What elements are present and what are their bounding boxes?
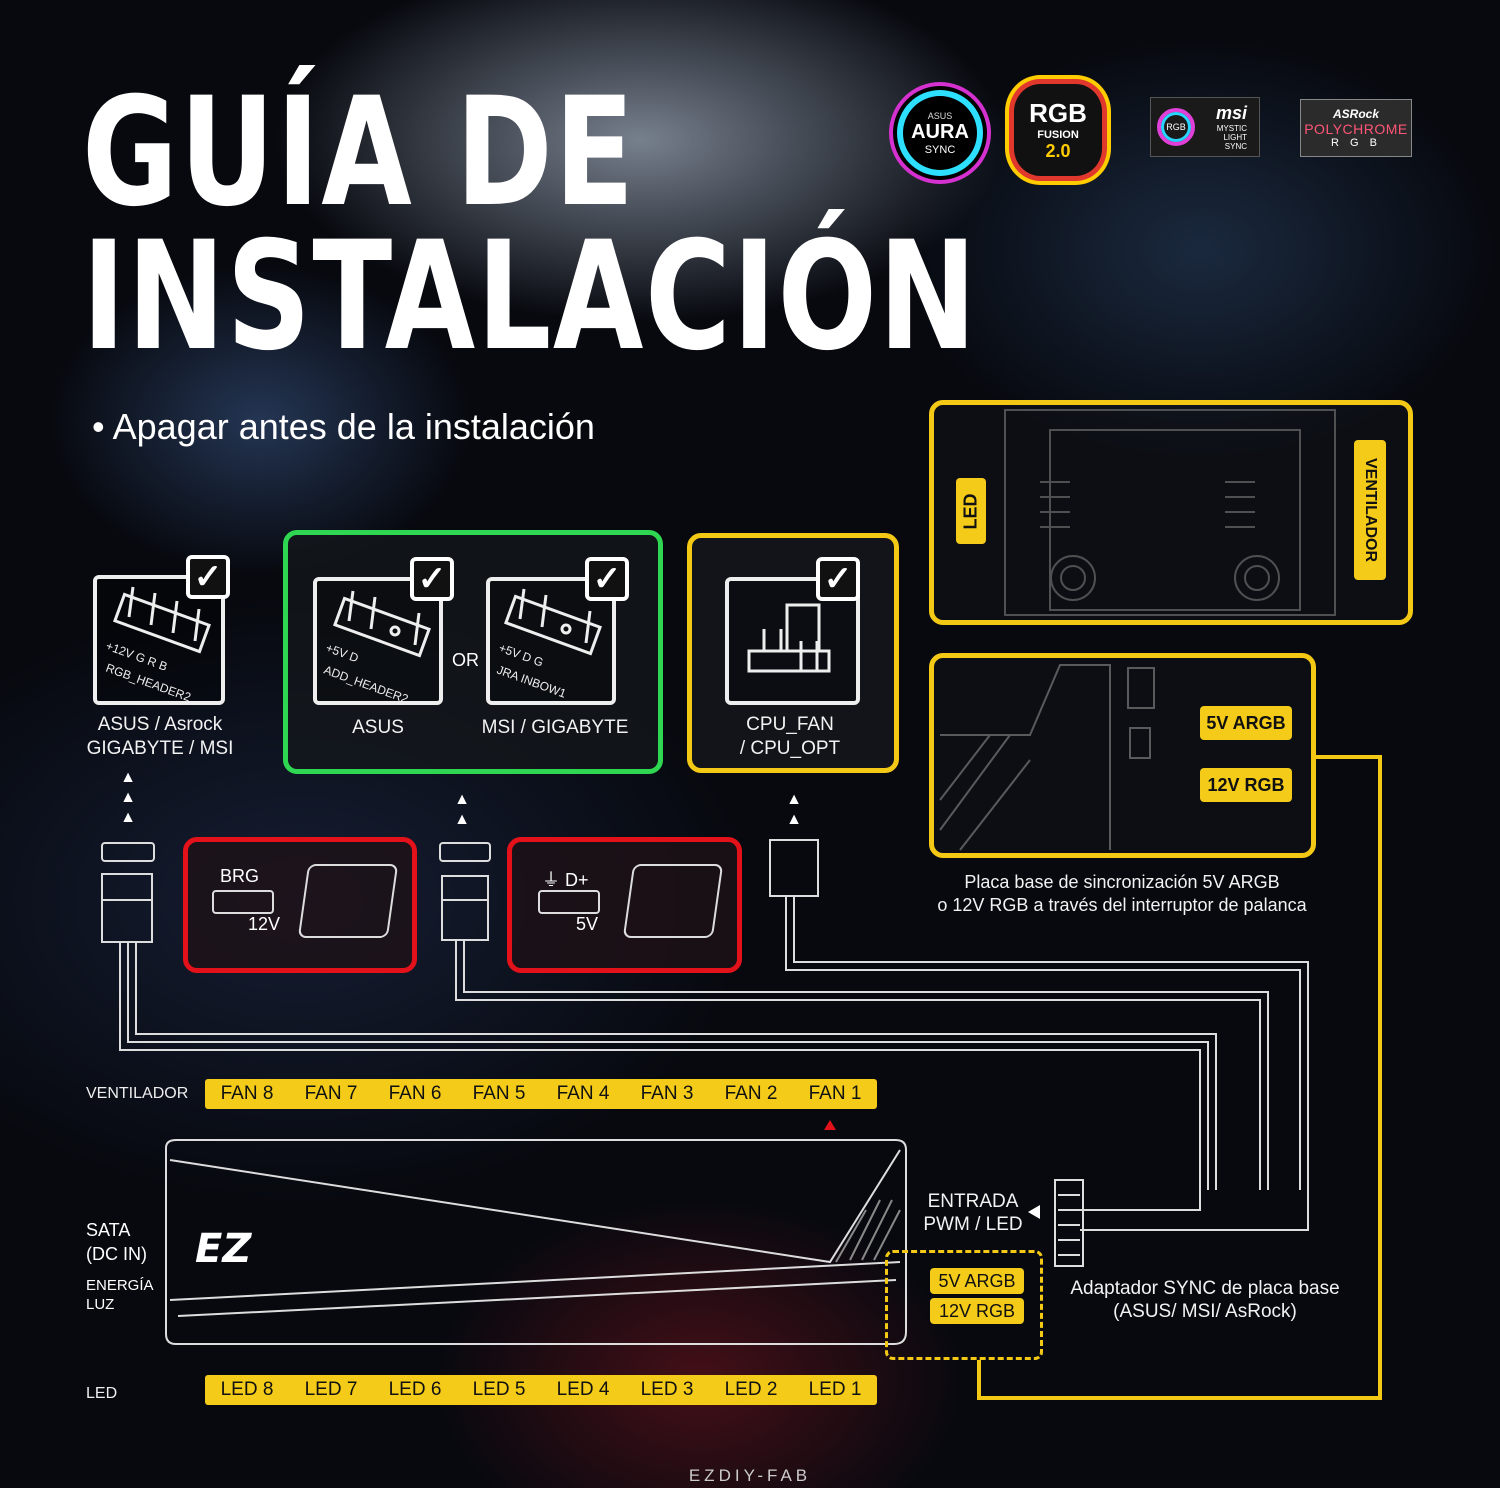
cpu-fan-label-1: CPU_FAN — [746, 714, 834, 735]
fan-side-label: VENTILADOR — [1354, 440, 1386, 580]
argb-connector-icon — [538, 890, 600, 914]
fan-port-7[interactable]: FAN 7 — [304, 1083, 358, 1104]
fan-row-label: VENTILADOR — [86, 1085, 189, 1102]
hub-mode-12v: 12V RGB — [930, 1298, 1024, 1324]
fan-port-1[interactable]: FAN 1 — [808, 1083, 862, 1104]
led-side-text: LED — [960, 493, 981, 529]
rgb-connector-icon — [212, 890, 274, 914]
msi-argb-header-diagram: +5V D G JRA INBOW1 — [486, 577, 616, 705]
up-arrow-icon: ▲▲ — [454, 791, 470, 828]
argb-plug-icon — [622, 864, 724, 938]
entrada-label-2: PWM / LED — [923, 1214, 1023, 1235]
fan-port-4[interactable]: FAN 4 — [556, 1083, 610, 1104]
ez-brand-mark: EZ — [195, 1226, 252, 1272]
rgb-ring-icon: RGB — [1157, 108, 1195, 146]
switch-caption-2: o 12V RGB a través del interruptor de pa… — [937, 895, 1307, 915]
fan-port-3[interactable]: FAN 3 — [640, 1083, 694, 1104]
rgb-check-icon: ✓ — [186, 555, 230, 599]
ground-d-label: ⏚ D+ — [542, 870, 589, 890]
12v-label: 12V — [248, 914, 281, 934]
energy-label-2: LUZ — [86, 1296, 115, 1313]
rgb-plug-icon — [297, 864, 399, 938]
led-ports-strip: LED 8 LED 7 LED 6 LED 5 LED 4 LED 3 LED … — [205, 1375, 877, 1405]
instruction-bullet: • Apagar antes de la instalación — [92, 406, 595, 447]
led-port-6[interactable]: LED 6 — [388, 1379, 442, 1400]
energy-label-1: ENERGÍA — [86, 1277, 154, 1294]
fan-ports-strip: FAN 8 FAN 7 FAN 6 FAN 5 FAN 4 FAN 3 FAN … — [205, 1079, 877, 1109]
logo-aura-text: AURA — [911, 120, 969, 143]
cpu-fan-pins-icon — [747, 603, 831, 673]
fan-port-5[interactable]: FAN 5 — [472, 1083, 526, 1104]
hub-mode-5v: 5V ARGB — [930, 1268, 1024, 1294]
logo-mystic-text: MYSTIC LIGHT SYNC — [1216, 124, 1247, 151]
logo-asus-text: ASUS — [927, 110, 953, 121]
logo-fusion-text: FUSION — [1037, 129, 1079, 141]
mode-switch-panel — [929, 653, 1316, 858]
asus-check-icon: ✓ — [410, 557, 454, 601]
adapter-label-2: (ASUS/ MSI/ AsRock) — [1113, 1301, 1297, 1322]
logo-ring-text: RGB — [1166, 122, 1186, 132]
logo-sync-text: SYNC — [924, 143, 956, 156]
logo-asrock-text: ASRock — [1332, 107, 1379, 121]
asus-header-pins-icon: +5V D ADD_HEADER2 — [322, 590, 431, 706]
or-label: OR — [452, 650, 479, 670]
up-arrow-icon: ▲▲ — [786, 791, 802, 828]
adapter-label-1: Adaptador SYNC de placa base — [1070, 1278, 1340, 1299]
logo-msi-text: msi — [1215, 103, 1247, 123]
led-port-4[interactable]: LED 4 — [556, 1379, 610, 1400]
cpu-check-icon: ✓ — [816, 557, 860, 601]
rgb-header-label-1: ASUS / Asrock — [97, 714, 223, 735]
up-arrow-icon: ▲▲▲ — [120, 769, 136, 826]
led-port-3[interactable]: LED 3 — [640, 1379, 694, 1400]
controller-board-panel — [929, 400, 1413, 625]
fan-side-text: VENTILADOR — [1362, 458, 1379, 562]
msi-check-icon: ✓ — [585, 557, 629, 601]
cpu-fan-label-2: / CPU_OPT — [739, 738, 841, 759]
sata-label-1: SATA — [86, 1220, 131, 1240]
msi-mystic-light-logo: RGB msi MYSTIC LIGHT SYNC — [1150, 97, 1260, 157]
logo-rgb-text: RGB — [1029, 98, 1087, 128]
asus-label: ASUS — [352, 717, 404, 738]
switch-5v-argb[interactable]: 5V ARGB — [1200, 706, 1292, 740]
led-side-label: LED — [956, 478, 986, 544]
led-port-8[interactable]: LED 8 — [220, 1379, 274, 1400]
rgb-12v-connector-box — [183, 837, 417, 973]
rgb-fusion-logo: RGB FUSION 2.0 — [1014, 84, 1102, 176]
input-arrow-icon — [1028, 1205, 1040, 1219]
led-port-2[interactable]: LED 2 — [724, 1379, 778, 1400]
title-line-1: GUÍA DE — [82, 66, 636, 240]
led-port-7[interactable]: LED 7 — [304, 1379, 358, 1400]
brg-label: BRG — [220, 866, 260, 886]
led-row-label: LED — [86, 1385, 118, 1402]
logo-polychrome-text: POLYCHROME — [1304, 121, 1408, 137]
msi-label: MSI / GIGABYTE — [481, 717, 629, 738]
sata-label-2: (DC IN) — [86, 1244, 147, 1264]
logo-fusion-version: 2.0 — [1045, 141, 1071, 161]
footer-brand: EZDIY-FAB — [688, 1466, 812, 1485]
asus-aura-logo: ASUS AURA SYNC — [893, 86, 987, 180]
fan-port-2[interactable]: FAN 2 — [724, 1083, 778, 1104]
5v-label: 5V — [576, 914, 599, 934]
led-port-5[interactable]: LED 5 — [472, 1379, 526, 1400]
led-port-1[interactable]: LED 1 — [808, 1379, 862, 1400]
msi-header-pins-icon: +5V D G JRA INBOW1 — [495, 588, 602, 701]
fan1-marker-icon — [824, 1120, 836, 1130]
switch-12v-rgb[interactable]: 12V RGB — [1200, 768, 1292, 802]
switch-caption-1: Placa base de sincronización 5V ARGB — [964, 872, 1280, 892]
title-line-2: INSTALACIÓN — [82, 210, 979, 384]
fan-port-8[interactable]: FAN 8 — [220, 1083, 274, 1104]
hub-mode-indicator — [885, 1250, 1043, 1360]
argb-5v-connector-box — [507, 837, 742, 973]
asrock-polychrome-logo: ASRock POLYCHROME R G B — [1300, 99, 1412, 157]
cpu-fan-header-group — [687, 533, 899, 773]
rgb-header-label-2: GIGABYTE / MSI — [86, 738, 234, 759]
rgb-header-pins-icon: +12V G R B RGB_HEADER2 — [104, 586, 211, 704]
asus-argb-header-diagram: +5V D ADD_HEADER2 — [313, 577, 443, 706]
fan-port-6[interactable]: FAN 6 — [388, 1083, 442, 1104]
entrada-label-1: ENTRADA — [927, 1191, 1019, 1212]
logo-rgb-subtext: R G B — [1331, 137, 1381, 149]
